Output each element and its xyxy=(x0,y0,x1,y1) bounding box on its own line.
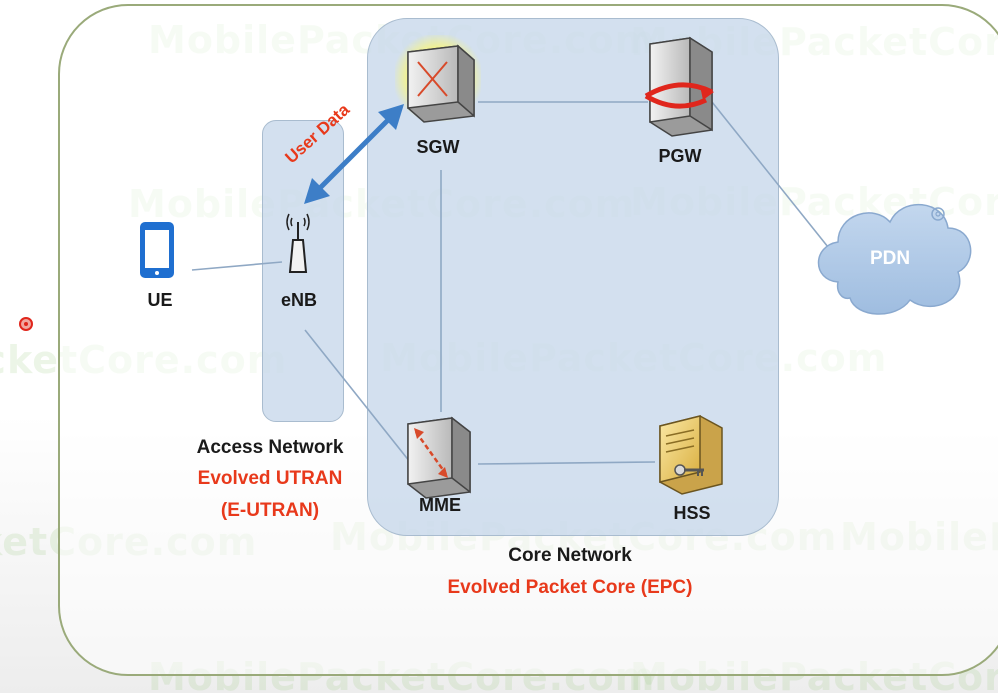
pgw-server-icon xyxy=(644,36,714,137)
access-network-title: Access Network xyxy=(196,437,344,458)
access-network-subtitle-abbrev: (E-UTRAN) xyxy=(220,500,320,521)
hss-server-key-icon xyxy=(659,415,723,495)
access-network-subtitle: Evolved UTRAN xyxy=(197,468,343,489)
mme-switch-icon xyxy=(407,416,471,499)
antenna-icon xyxy=(286,213,310,273)
ue-label: UE xyxy=(147,290,173,310)
link-mme-hss xyxy=(477,461,656,465)
pdn-cloud-icon xyxy=(817,204,972,315)
pdn-label: PDN xyxy=(869,248,911,269)
sgw-switch-icon xyxy=(407,44,475,123)
sgw-label: SGW xyxy=(416,137,460,157)
smartphone-icon xyxy=(140,222,174,278)
link-ue-enb xyxy=(191,261,283,271)
pointer-dot xyxy=(19,317,33,331)
user-data-arrow xyxy=(304,104,404,204)
core-network-subtitle: Evolved Packet Core (EPC) xyxy=(447,577,693,598)
mme-label: MME xyxy=(419,495,461,515)
pgw-label: PGW xyxy=(658,146,702,166)
link-pgw-pdn xyxy=(711,101,841,263)
enb-label: eNB xyxy=(280,290,317,310)
hss-label: HSS xyxy=(673,503,711,523)
core-network-title: Core Network xyxy=(508,545,632,566)
link-enb-mme xyxy=(304,329,411,463)
